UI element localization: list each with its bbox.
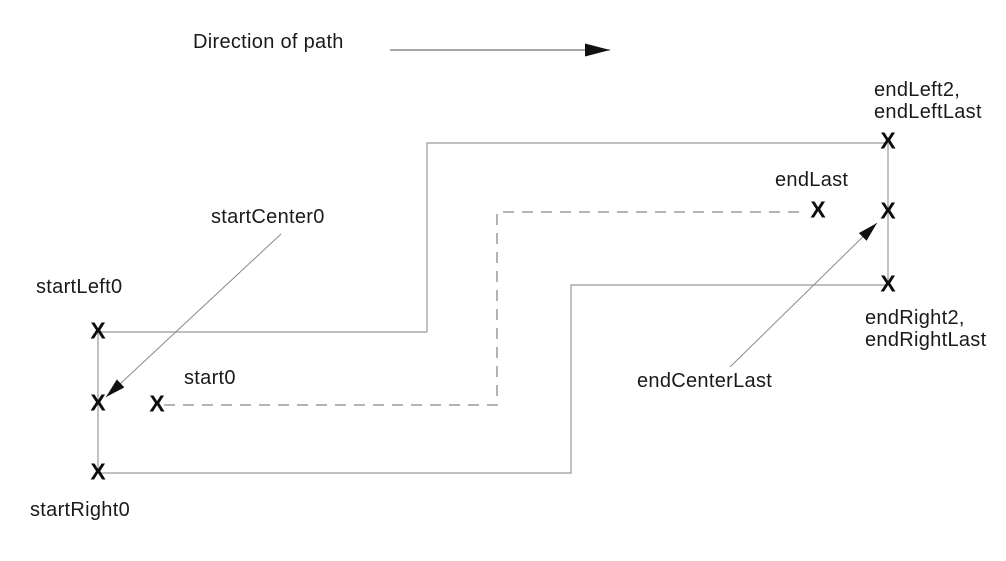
end-left-label-line1: endLeft2, (874, 79, 961, 101)
marker-start-center0: X (90, 389, 106, 416)
left-boundary-path (98, 142, 888, 333)
direction-of-path-label: Direction of path (193, 31, 344, 53)
end-center-last-label: endCenterLast (637, 370, 773, 392)
marker-end-center-last: X (880, 197, 896, 224)
end-center-last-leader-arrow (729, 222, 878, 368)
start-center0-leader-arrow (105, 233, 282, 398)
end-left-label-line2: endLeftLast (874, 101, 982, 123)
marker-end-last: X (810, 196, 826, 223)
start-right0-label: startRight0 (30, 499, 131, 521)
marker-end-right: X (880, 270, 896, 297)
end-right-label: endRight2, endRightLast (865, 307, 986, 351)
marker-start-left0: X (90, 317, 106, 344)
start0-label: start0 (184, 367, 236, 389)
start-left0-label: startLeft0 (36, 276, 123, 298)
marker-start0: X (149, 390, 165, 417)
end-last-label: endLast (775, 169, 849, 191)
end-right-label-line2: endRightLast (865, 329, 987, 351)
marker-end-left: X (880, 127, 896, 154)
marker-start-right0: X (90, 458, 106, 485)
end-left-label: endLeft2, endLeftLast (874, 79, 982, 123)
right-boundary-path (98, 284, 888, 474)
start-center0-label: startCenter0 (211, 206, 325, 228)
end-right-label-line1: endRight2, (865, 307, 965, 329)
